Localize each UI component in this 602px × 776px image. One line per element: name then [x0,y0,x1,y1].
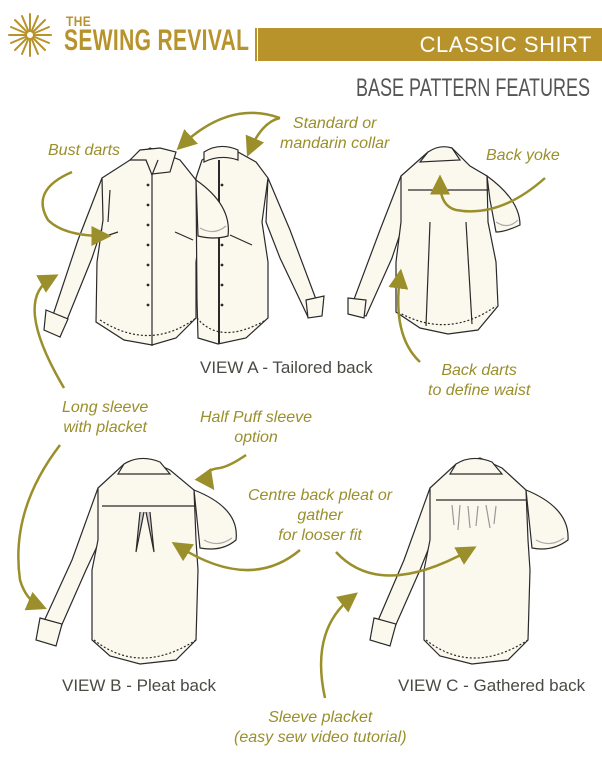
annotation-sleeve-placket: Sleeve placket (easy sew video tutorial) [234,708,407,748]
annotation-long-sleeve-line2: with placket [63,419,147,436]
annotation-centre-back: Centre back pleat or gather for looser f… [248,486,392,546]
annotation-centre-back-line1: Centre back pleat or [248,487,393,504]
annotation-collar-line2: mandarin collar [280,135,390,152]
annotation-half-puff-line1: Half Puff sleeve [200,409,313,426]
view-c-back-gathered [369,457,569,665]
title-banner: CLASSIC SHIRT [258,28,602,61]
page-subtitle: BASE PATTERN FEATURES [355,74,590,102]
annotation-arrows [17,111,546,699]
annotation-half-puff-line2: option [234,429,278,446]
view-a-back-tailored [347,146,521,335]
annotation-back-darts: Back darts to define waist [428,361,530,401]
annotation-sleeve-placket-line1: Sleeve placket [268,709,373,726]
annotation-back-darts-line2: to define waist [428,382,531,399]
banner-title: CLASSIC SHIRT [419,32,592,57]
annotation-collar: Standard or mandarin collar [280,114,389,154]
view-a-label: VIEW A - Tailored back [200,358,373,377]
annotation-long-sleeve-line1: Long sleeve [62,399,149,416]
annotation-sleeve-placket-line2: (easy sew video tutorial) [234,729,407,746]
sunburst-needles-icon [8,13,52,57]
annotation-back-darts-line1: Back darts [441,362,517,379]
view-a-front-standard-collar [43,147,201,346]
annotation-centre-back-line2: gather [297,507,343,524]
annotation-half-puff: Half Puff sleeve option [200,408,312,448]
view-a-front-mandarin-collar [195,145,325,345]
annotation-collar-line1: Standard or [292,115,377,132]
brand-name: SEWING REVIVAL [64,24,250,57]
annotation-centre-back-line3: for looser fit [278,527,362,544]
annotation-long-sleeve: Long sleeve with placket [62,398,148,438]
annotation-bust-darts: Bust darts [48,142,121,159]
view-c-label: VIEW C - Gathered back [398,676,586,695]
view-b-back-pleat [35,457,237,665]
brand-the: THE [66,13,92,29]
annotation-back-yoke: Back yoke [486,147,560,164]
view-b-label: VIEW B - Pleat back [62,676,216,695]
